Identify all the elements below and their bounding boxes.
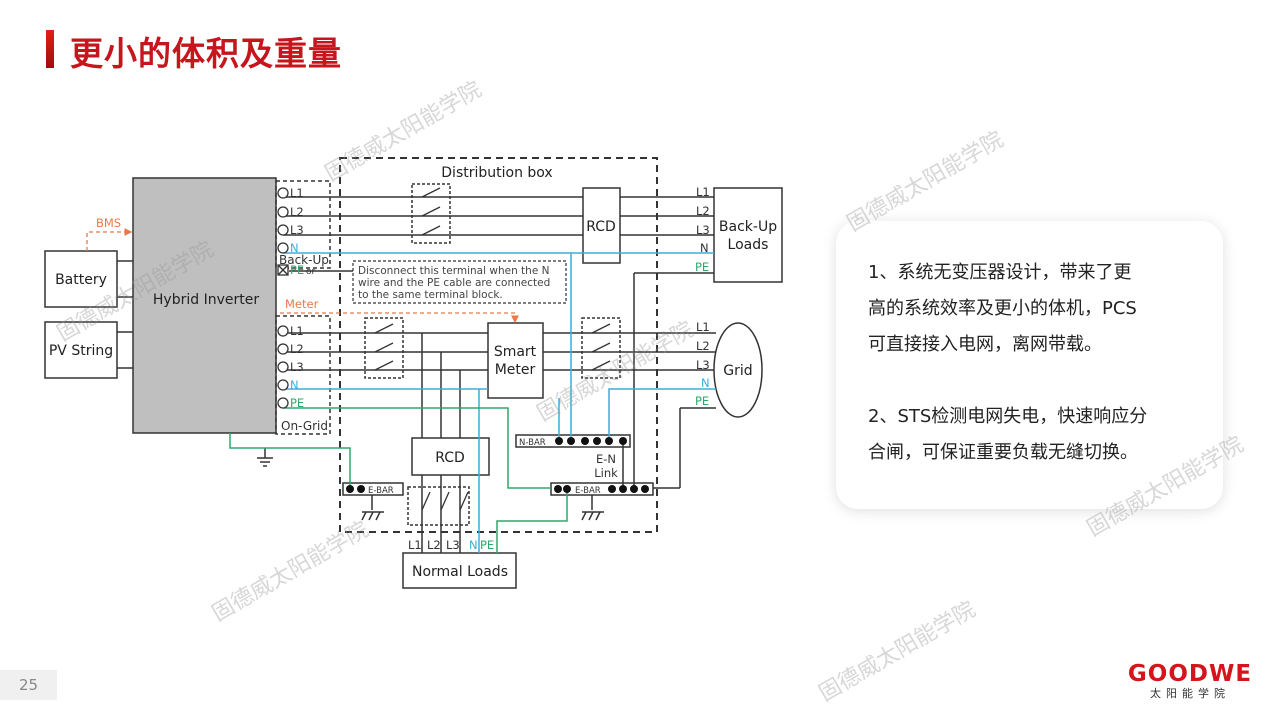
- meter-label: Meter: [285, 297, 319, 311]
- terminal-label: L3: [290, 360, 304, 374]
- terminal-label: L3: [290, 223, 304, 237]
- e-bar-right-label: E-BAR: [575, 486, 601, 496]
- backup-loads-terminal: L3: [696, 223, 710, 237]
- e-bar-right: [550, 482, 654, 496]
- description-line: 可直接接入电网，离网带载。: [868, 334, 1102, 355]
- grid-terminal: L2: [696, 339, 710, 353]
- backup-loads-label: Back-Up: [719, 219, 777, 235]
- backup-loads-label: Loads: [728, 237, 769, 253]
- terminal-label: L2: [290, 342, 304, 356]
- bar-screws: [346, 437, 649, 493]
- description-line: 高的系统效率及更小的体机，PCS: [868, 298, 1137, 319]
- terminal-label-pe: PE: [290, 263, 304, 277]
- normal-loads-terminal: L1: [408, 538, 422, 552]
- normal-loads-breaker: [407, 486, 470, 526]
- logo-sub: 太阳能学院: [1150, 687, 1230, 700]
- description-line: 合闸，可保证重要负载无缝切换。: [868, 442, 1138, 463]
- en-link-label: Link: [594, 466, 618, 480]
- goodwe-logo: GOODWE 太阳能学院: [1125, 661, 1255, 701]
- switch-icons: [374, 187, 611, 511]
- signal-lines: [86, 228, 519, 324]
- backup-loads-box: [713, 187, 783, 283]
- terminal-label: N: [290, 378, 299, 392]
- grid-terminal: L1: [696, 320, 710, 334]
- rcd-top-label: RCD: [586, 219, 616, 235]
- terminal-label: L2: [290, 205, 304, 219]
- backup-loads-terminal: PE: [695, 260, 709, 274]
- grid-terminal: N: [701, 376, 710, 390]
- page-number: 25: [0, 670, 57, 700]
- smart-meter-label: Smart: [494, 344, 537, 360]
- hybrid-inverter-box: [132, 177, 277, 434]
- note-text: to the same terminal block.: [358, 289, 503, 301]
- description-line: 1、系统无变压器设计，带来了更: [868, 262, 1132, 283]
- grid-label: Grid: [723, 363, 752, 379]
- note-text: wire and the PE cable are connected: [358, 277, 550, 289]
- backup-terminal-block: [275, 180, 331, 269]
- normal-loads-label: Normal Loads: [412, 564, 508, 580]
- normal-loads-terminal: PE: [480, 538, 494, 552]
- grid-terminal: L3: [696, 358, 710, 372]
- n-bar-label: N-BAR: [519, 438, 546, 448]
- terminal-icons: [277, 187, 289, 409]
- grid-breaker-left: [364, 317, 404, 379]
- distribution-box-label: Distribution box: [441, 165, 552, 181]
- distribution-box: [339, 157, 658, 533]
- backup-loads-terminal: L1: [696, 185, 710, 199]
- ongrid-terminal-block: [275, 315, 331, 435]
- logo-main: GOODWE: [1127, 661, 1253, 687]
- note-box: [352, 260, 567, 304]
- n-bar: [515, 434, 631, 448]
- smart-meter-box: [487, 322, 544, 399]
- rcd-top-box: [582, 187, 621, 264]
- normal-loads-terminal: N: [469, 538, 478, 552]
- title-accent-bar: [46, 30, 54, 68]
- rcd-bottom-box: [411, 437, 490, 476]
- ground-icon: [361, 495, 384, 521]
- terminal-label-or: or: [306, 267, 316, 277]
- bms-label: BMS: [96, 216, 121, 230]
- terminal-label: L1: [290, 324, 304, 338]
- pv-string-box: [44, 321, 118, 379]
- grid-ellipse: [713, 322, 763, 418]
- normal-loads-terminal: L3: [446, 538, 460, 552]
- battery-box: [44, 250, 118, 308]
- terminal-label: L1: [290, 186, 304, 200]
- smart-meter-label: Meter: [495, 362, 536, 378]
- description-paragraph-1: 1、系统无变压器设计，带来了更 高的系统效率及更小的体机，PCS 可直接接入电网…: [868, 255, 1147, 363]
- description-card: 1、系统无变压器设计，带来了更 高的系统效率及更小的体机，PCS 可直接接入电网…: [836, 221, 1223, 509]
- description-paragraph-2: 2、STS检测电网失电，快速响应分 合闸，可保证重要负载无缝切换。: [868, 399, 1147, 471]
- backup-terminal-label: Back-Up: [279, 253, 329, 267]
- page-title: 更小的体积及重量: [70, 34, 342, 73]
- e-bar-left-label: E-BAR: [368, 486, 394, 496]
- normal-loads-terminal: L2: [427, 538, 441, 552]
- inverter-label: Hybrid Inverter: [153, 292, 259, 308]
- grid-terminal: PE: [695, 394, 709, 408]
- backup-loads-terminal: N: [700, 241, 709, 255]
- neutral-wires: [283, 252, 716, 553]
- pv-string-label: PV String: [49, 343, 113, 359]
- note-text: Disconnect this terminal when the N: [358, 265, 549, 277]
- backup-loads-terminal: L2: [696, 204, 710, 218]
- grid-breaker-right: [581, 317, 621, 379]
- terminal-label: N: [290, 241, 299, 255]
- normal-loads-box: [402, 552, 517, 589]
- description-line: 2、STS检测电网失电，快速响应分: [868, 406, 1148, 427]
- ground-icon: [257, 448, 273, 467]
- e-bar-left: [342, 482, 404, 496]
- backup-breaker: [411, 183, 451, 244]
- pe-wires: [229, 407, 568, 553]
- rcd-bottom-label: RCD: [435, 450, 465, 466]
- ongrid-terminal-label: On-Grid: [281, 419, 328, 433]
- en-link-label: E-N: [596, 452, 616, 466]
- battery-label: Battery: [55, 272, 107, 288]
- terminal-label: PE: [290, 396, 304, 410]
- ground-icon: [581, 495, 604, 521]
